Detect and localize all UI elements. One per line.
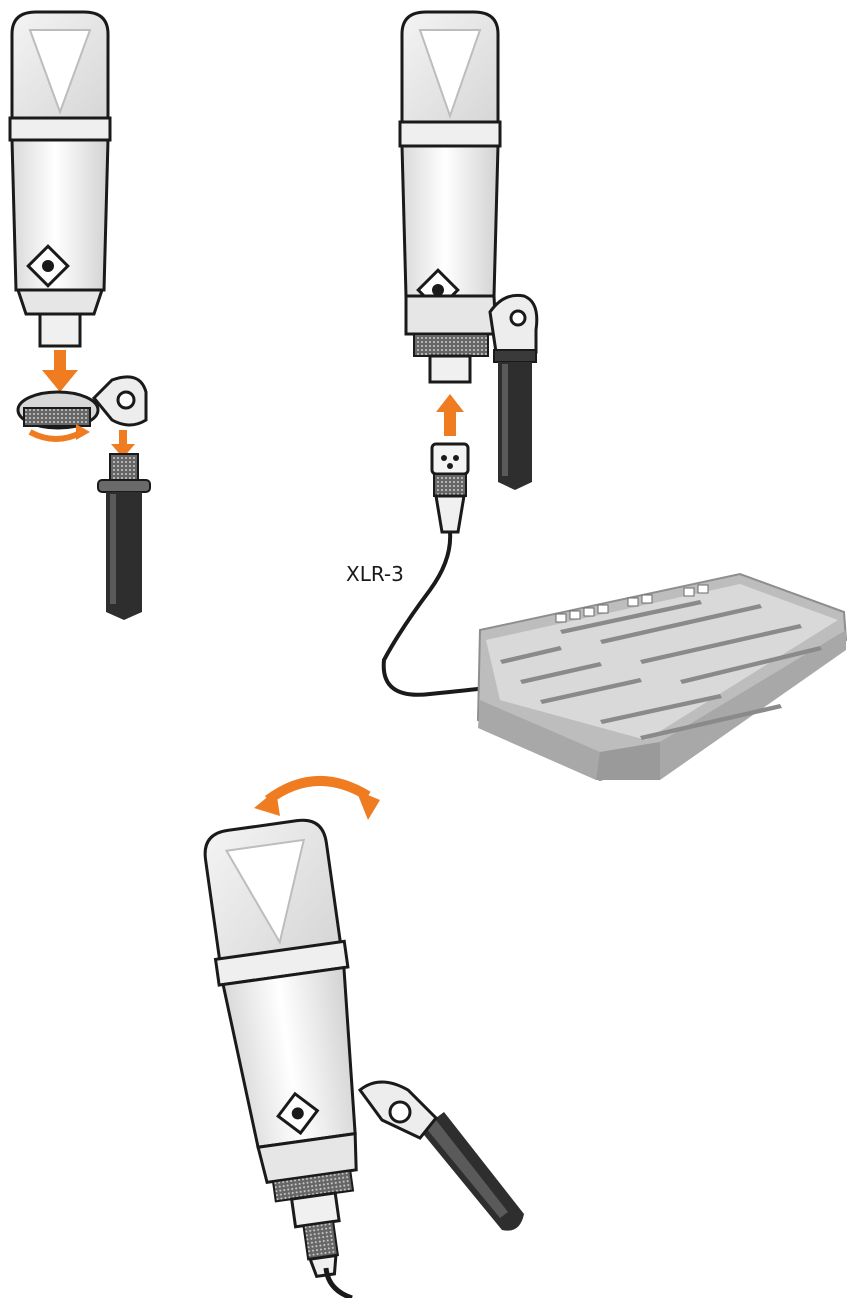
step1-group: [10, 12, 150, 620]
rotate-arrow-icon: [254, 781, 380, 820]
rotate-arrow-icon: [30, 432, 82, 439]
mixing-console-icon: [478, 574, 846, 780]
microphone-icon: [10, 12, 110, 346]
stand-icon: [490, 295, 537, 490]
cable-label: XLR-3: [346, 562, 404, 586]
microphone-icon: [400, 12, 500, 382]
stand-mount-icon: [18, 377, 146, 428]
xlr-connector-icon: [432, 444, 468, 532]
stand-icon: [98, 454, 150, 620]
microphone-icon: [198, 816, 390, 1284]
stand-icon: [360, 1082, 524, 1231]
step3-group: [198, 781, 524, 1298]
up-arrow-icon: [436, 394, 464, 436]
step2-group: [384, 12, 846, 780]
down-arrow-icon: [42, 350, 78, 392]
xlr-cable: [384, 532, 486, 695]
